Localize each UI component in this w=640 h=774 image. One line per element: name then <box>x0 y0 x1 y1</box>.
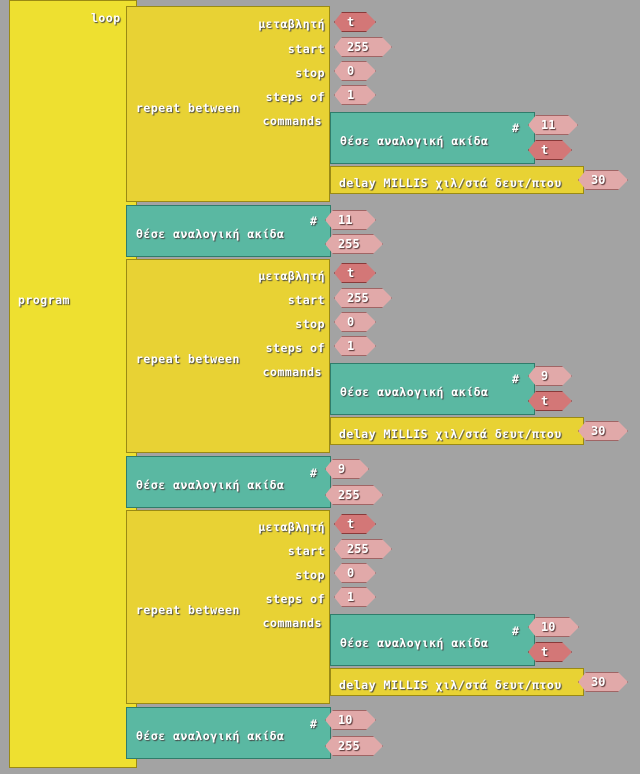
variable-label: μεταβλητή <box>258 520 325 534</box>
pin-hash-label: # <box>512 372 520 386</box>
repeat-body <box>126 259 330 453</box>
pin-hash-label: # <box>310 214 318 228</box>
start-label: start <box>287 293 325 307</box>
delay-label: delay MILLIS χιλ/στά δευτ/πτου <box>339 176 562 190</box>
pin-hash-label: # <box>512 624 520 638</box>
pin-variable[interactable]: t <box>528 140 572 160</box>
program-block[interactable]: program loop <box>9 0 137 768</box>
analog-write-block-2[interactable] <box>126 456 331 508</box>
variable-label: μεταβλητή <box>258 17 325 31</box>
stop-value[interactable]: 0 <box>334 61 376 81</box>
start-label: start <box>287 544 325 558</box>
repeat-label: repeat between <box>136 352 240 366</box>
delay-label: delay MILLIS χιλ/στά δευτ/πτου <box>339 427 562 441</box>
write-value[interactable]: 255 <box>325 736 383 756</box>
pin-variable[interactable]: t <box>528 642 572 662</box>
pin-hash-label: # <box>310 466 318 480</box>
pin-value[interactable]: 9 <box>325 459 369 479</box>
pin-value[interactable]: 9 <box>528 366 572 386</box>
write-value[interactable]: 255 <box>325 234 383 254</box>
steps-label: steps of <box>265 90 325 104</box>
commands-label: commands <box>262 114 322 128</box>
delay-value[interactable]: 30 <box>578 672 628 692</box>
loop-label: loop <box>91 11 121 25</box>
steps-label: steps of <box>265 341 325 355</box>
commands-label: commands <box>262 616 322 630</box>
steps-value[interactable]: 1 <box>334 587 376 607</box>
steps-value[interactable]: 1 <box>334 85 376 105</box>
repeat-label: repeat between <box>136 603 240 617</box>
analog-write-block[interactable] <box>330 363 535 415</box>
start-value[interactable]: 255 <box>334 37 392 57</box>
repeat-label: repeat between <box>136 101 240 115</box>
start-value[interactable]: 255 <box>334 288 392 308</box>
analog-write-block[interactable] <box>330 614 535 666</box>
analog-write-label: θέσε αναλογική ακίδα <box>340 134 489 148</box>
start-value[interactable]: 255 <box>334 539 392 559</box>
variable-label: μεταβλητή <box>258 269 325 283</box>
delay-value[interactable]: 30 <box>578 421 628 441</box>
delay-label: delay MILLIS χιλ/στά δευτ/πτου <box>339 678 562 692</box>
stop-value[interactable]: 0 <box>334 563 376 583</box>
delay-block[interactable] <box>330 417 584 445</box>
variable-value[interactable]: t <box>334 12 376 32</box>
program-label: program <box>18 293 70 307</box>
analog-write-block-1[interactable] <box>126 205 331 257</box>
stop-value[interactable]: 0 <box>334 312 376 332</box>
write-value[interactable]: 255 <box>325 485 383 505</box>
analog-write-block-3[interactable] <box>126 707 331 759</box>
pin-variable[interactable]: t <box>528 391 572 411</box>
analog-write-label: θέσε αναλογική ακίδα <box>340 385 489 399</box>
analog-write-label: θέσε αναλογική ακίδα <box>136 729 285 743</box>
pin-value[interactable]: 10 <box>325 710 376 730</box>
pin-value[interactable]: 11 <box>325 210 376 230</box>
delay-value[interactable]: 30 <box>578 170 628 190</box>
analog-write-label: θέσε αναλογική ακίδα <box>136 478 285 492</box>
pin-value[interactable]: 11 <box>528 115 578 135</box>
analog-write-label: θέσε αναλογική ακίδα <box>136 227 285 241</box>
steps-label: steps of <box>265 592 325 606</box>
delay-block[interactable] <box>330 668 584 696</box>
variable-value[interactable]: t <box>334 514 376 534</box>
commands-label: commands <box>262 365 322 379</box>
analog-write-block[interactable] <box>330 112 535 164</box>
variable-value[interactable]: t <box>334 263 376 283</box>
analog-write-label: θέσε αναλογική ακίδα <box>340 636 489 650</box>
stop-label: stop <box>295 568 325 582</box>
repeat-body <box>126 510 330 704</box>
steps-value[interactable]: 1 <box>334 336 376 356</box>
stop-label: stop <box>295 317 325 331</box>
pin-hash-label: # <box>310 717 318 731</box>
start-label: start <box>287 42 325 56</box>
stop-label: stop <box>295 66 325 80</box>
repeat-body <box>126 6 330 202</box>
pin-value[interactable]: 10 <box>528 617 579 637</box>
pin-hash-label: # <box>512 121 520 135</box>
